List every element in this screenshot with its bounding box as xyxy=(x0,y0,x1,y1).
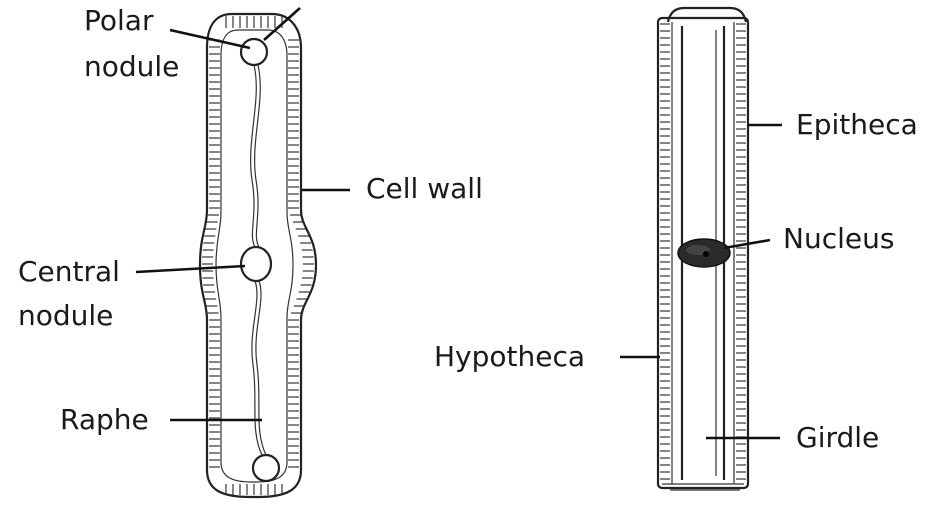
cell-wall-label: Cell wall xyxy=(366,172,483,205)
central-nodule xyxy=(241,247,271,281)
central-nodule-leader xyxy=(136,266,245,272)
valve-view-drawing xyxy=(200,8,316,497)
polar-nodule-top xyxy=(241,39,267,65)
nucleolus-dot xyxy=(703,251,709,257)
polar-nodule-leader xyxy=(170,30,250,48)
central-nodule-label-line1: Central xyxy=(18,255,120,288)
girdle-top-cap xyxy=(668,8,746,22)
polar-nodule-bottom xyxy=(253,455,279,481)
raphe-label: Raphe xyxy=(60,403,149,436)
hypotheca-label: Hypotheca xyxy=(434,340,585,373)
raphe-line-a xyxy=(251,65,262,455)
nucleus-label: Nucleus xyxy=(783,222,894,255)
epitheca-label: Epitheca xyxy=(796,108,918,141)
central-nodule-label-line2: nodule xyxy=(18,299,113,332)
girdle-view-drawing xyxy=(658,8,748,490)
polar-nodule-label-line2: nodule xyxy=(84,50,179,83)
polar-nodule-label-line1: Polar xyxy=(84,4,154,37)
valve-striae xyxy=(202,16,314,495)
raphe-line-b xyxy=(255,65,266,455)
girdle-label: Girdle xyxy=(796,421,879,454)
